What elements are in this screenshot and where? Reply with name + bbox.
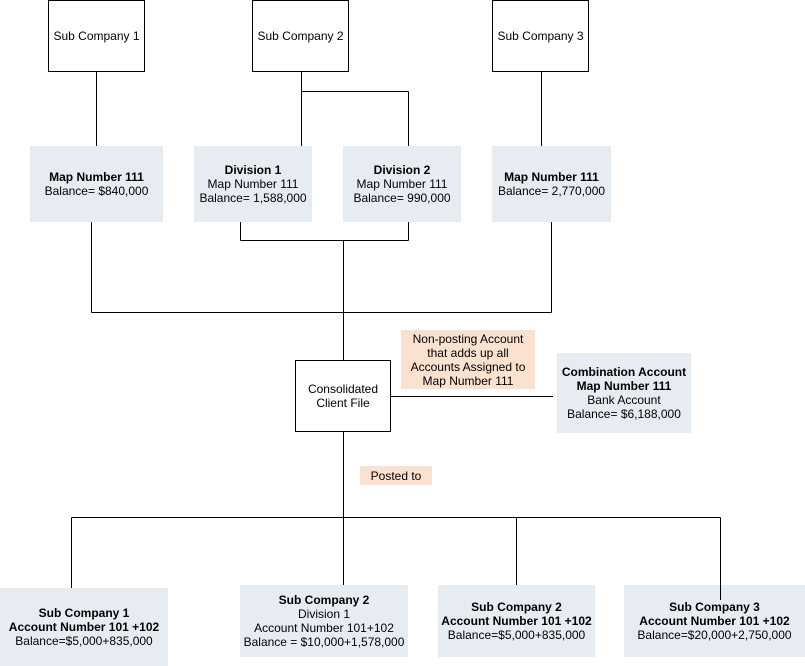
bottom-box-account: Account Number 101 +102 (639, 614, 790, 628)
map-box-sub-company-3: Map Number 111 Balance= 2,770,000 (492, 146, 611, 222)
combination-line-1: Bank Account (587, 393, 661, 407)
sub-company-1-label: Sub Company 1 (53, 29, 140, 43)
sub-company-1-box: Sub Company 1 (48, 0, 145, 72)
map-box-title: Division 2 (373, 163, 431, 177)
note-line-1: Non-posting Account (412, 331, 524, 346)
note-line-3: Accounts Assigned to (410, 359, 526, 374)
map-box-division-2: Division 2 Map Number 111 Balance= 990,0… (343, 146, 461, 222)
consolidated-client-file-box: Consolidated Client File (295, 360, 391, 432)
bottom-box-account: Account Number 101 +102 (441, 614, 592, 628)
map-box-title: Map Number 111 (504, 170, 599, 184)
bottom-box-account: Account Number 101+102 (254, 621, 394, 635)
note-line-2: that adds up all (427, 345, 509, 360)
map-box-sub-company-1: Map Number 111 Balance= $840,000 (30, 146, 163, 222)
map-box-map-number: Map Number 111 (207, 177, 299, 191)
bottom-box-title: Sub Company 2 (471, 600, 562, 614)
map-box-balance: Balance= 1,588,000 (199, 191, 307, 205)
consolidated-line-1: Consolidated (307, 382, 379, 396)
bottom-box-sub-company-1: Sub Company 1 Account Number 101 +102 Ba… (0, 588, 168, 666)
sub-company-3-box: Sub Company 3 (492, 0, 589, 72)
sub-company-2-box: Sub Company 2 (252, 0, 349, 72)
bottom-box-sub-company-2: Sub Company 2 Account Number 101 +102 Ba… (438, 585, 595, 657)
map-box-map-number: Map Number 111 (356, 177, 448, 191)
combination-title: Combination Account (561, 365, 687, 379)
posted-to-text: Posted to (370, 468, 422, 483)
sub-company-3-label: Sub Company 3 (497, 29, 584, 43)
bottom-box-balance: Balance=$5,000+835,000 (447, 628, 586, 642)
bottom-box-sub-company-3: Sub Company 3 Account Number 101 +102 Ba… (624, 585, 805, 657)
bottom-box-title: Sub Company 2 (278, 593, 370, 607)
map-box-balance: Balance= 2,770,000 (497, 184, 606, 198)
bottom-box-balance: Balance=$5,000+835,000 (15, 634, 153, 648)
map-box-title: Map Number 111 (49, 170, 144, 184)
bottom-box-balance: Balance=$20,000+2,750,000 (637, 628, 792, 642)
bottom-box-title: Sub Company 3 (669, 600, 760, 614)
map-box-balance: Balance= $840,000 (44, 184, 149, 198)
bottom-box-sub-company-2-division-1: Sub Company 2 Division 1 Account Number … (240, 585, 408, 657)
bottom-box-account: Account Number 101 +102 (8, 620, 160, 634)
non-posting-note: Non-posting Account that adds up all Acc… (401, 330, 535, 389)
map-box-title: Division 1 (224, 163, 282, 177)
posted-to-label: Posted to (360, 466, 432, 485)
note-line-4: Map Number 111 (422, 373, 514, 388)
sub-company-2-label: Sub Company 2 (257, 29, 344, 43)
combination-account-box: Combination Account Map Number 111 Bank … (557, 353, 691, 433)
combination-line-2: Balance= $6,188,000 (567, 407, 681, 421)
combination-subtitle: Map Number 111 (576, 379, 672, 393)
bottom-box-title: Sub Company 1 (38, 606, 130, 620)
bottom-box-sub: Division 1 (297, 607, 351, 621)
map-box-balance: Balance= 990,000 (353, 191, 451, 205)
consolidated-line-2: Client File (316, 396, 370, 410)
bottom-box-balance: Balance = $10,000+1,578,000 (243, 635, 405, 649)
map-box-division-1: Division 1 Map Number 111 Balance= 1,588… (194, 146, 312, 222)
